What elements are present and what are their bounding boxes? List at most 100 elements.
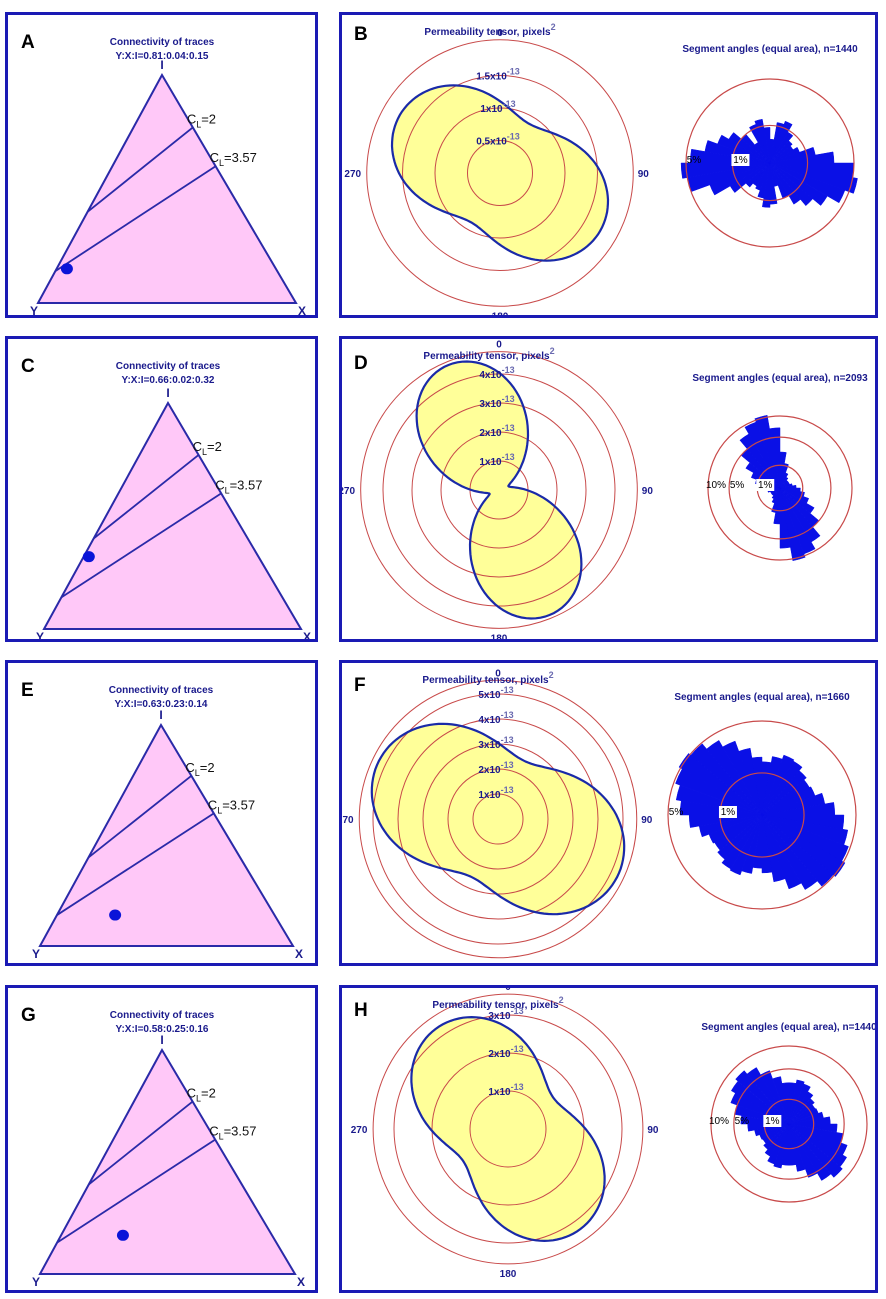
rose-ring-label-2: 5% [735,1116,750,1127]
rose-ring-label-2: 5% [669,807,684,818]
rose-petal [738,747,763,816]
angle-label-180: 180 [500,1269,517,1280]
cl-label-1: CL=2 [185,760,214,778]
rose-petal [769,140,793,164]
vertex-label-right: X [297,1275,305,1289]
tensor-ring-2 [447,768,549,870]
rose-petal [721,814,763,870]
tensor-outline [410,1015,606,1243]
rose-ring-label-2: 5% [730,480,745,491]
rose-ring-label-3: 10% [709,1116,729,1127]
cl-line-2 [56,1138,216,1244]
cl-line-1 [93,454,200,540]
ring-label-3: 3x10-13 [478,735,513,751]
rose-petal [761,814,846,877]
rose-petal [761,814,834,887]
angle-label-0: 0 [497,28,503,39]
ring-label-1: 0.5x10-13 [476,132,520,148]
rose-petal [751,756,763,816]
permeability-polar-f: 1x10-132x10-133x10-134x10-135x10-13Perme… [342,668,653,963]
tensor-svg-d: 1x10-132x10-133x10-134x10-13Permeability… [342,340,868,639]
vertex-label-left: Y [30,304,38,315]
panel-label-a: A [21,32,35,53]
ternary-triangle [38,1047,297,1275]
rose-petal [680,162,771,179]
angle-label-180: 180 [491,633,508,639]
rose-petal [767,1123,790,1165]
vertex-label-top: I [159,708,162,722]
connectivity-point [116,1229,129,1241]
rose-petal [729,814,763,876]
tensor-ring-2 [431,1052,585,1206]
ring-label-2: 2x10-13 [479,423,514,439]
rose-petal [779,487,791,549]
rose-petal [754,118,771,164]
rose-ring-label-1: 1% [758,480,773,491]
segment-rose-d: Segment angles (equal area), n=20931%5%1… [692,373,868,561]
rose-petal [761,814,818,890]
rose-title: Segment angles (equal area), n=1440 [682,44,858,55]
vertex-label-top: I [160,1033,163,1047]
ring-label-4: 4x10-13 [478,710,513,726]
vertex-label-left: Y [32,1275,40,1289]
cl-label-1: CL=2 [187,111,216,129]
cl-line-2 [56,812,215,916]
cl-line-1 [87,126,194,213]
rose-petal [769,120,793,164]
angle-label-180: 180 [492,311,509,315]
rose-petal [690,743,763,816]
angle-label-270: 270 [342,486,355,497]
tensor-ring-1 [472,793,524,845]
panel-label-e: E [21,680,34,701]
ternary-title: Connectivity of traces [110,1010,215,1021]
ring-label-2: 2x10-13 [478,760,513,776]
tensor-fill [411,1017,605,1241]
rose-petal [763,127,771,164]
rose-ring-label-1: 1% [733,155,748,166]
segment-rose-h: Segment angles (equal area), n=14401%5%1… [701,1022,875,1203]
ternary-title: Connectivity of traces [116,361,221,372]
rose-petal [746,1067,790,1125]
rose-ring-2 [728,436,832,540]
angle-label-90: 90 [647,1125,659,1136]
pct-label-bg [756,479,775,491]
tensor-ring-3 [411,402,587,578]
rose-title: Segment angles (equal area), n=2093 [692,373,868,384]
rose-petal [788,1123,818,1178]
rose-ring-3 [710,1045,868,1203]
rose-petal [769,162,858,194]
rose-petal [788,1091,814,1125]
ternary-ratio: Y:X:I=0.58:0.25:0.16 [116,1024,209,1035]
rose-petal [769,427,781,489]
cl-line-1 [87,775,192,859]
vertex-label-right: X [298,304,306,315]
rose-petal [754,415,781,489]
tensor-outline [415,360,583,620]
permeability-polar-d: 1x10-132x10-133x10-134x10-13Permeability… [342,340,653,639]
tensor-ring-4 [397,718,599,920]
rose-petal [764,1123,790,1157]
ring-label-2: 2x10-13 [488,1044,523,1060]
permeability-title: Permeability tensor, pixels2 [432,995,563,1011]
rose-ring-3 [707,415,853,561]
rose-petal [728,132,771,164]
outer-ring [366,39,634,307]
rose-petal [788,1098,815,1125]
rose-petal [678,753,763,816]
rose-petal [781,1082,790,1125]
cl-label-2: CL=3.57 [209,1124,256,1142]
rose-ring-label-1: 1% [765,1116,780,1127]
rose-petal [769,162,828,206]
panel-label-g: G [21,1005,36,1026]
ring-label-1: 1x10-13 [488,1082,523,1098]
rose-petal [788,1083,811,1125]
cl-line-2 [60,492,222,599]
rose-ring-2 [667,720,857,910]
rose-title: Segment angles (equal area), n=1660 [674,692,850,703]
rose-petal [769,162,846,204]
